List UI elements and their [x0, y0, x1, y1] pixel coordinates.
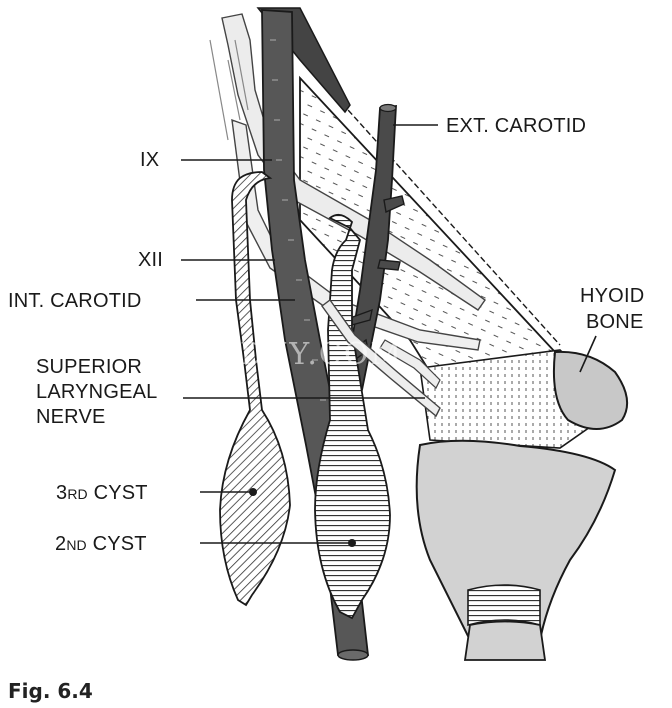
label-hyoid-line1: HYOID: [580, 285, 644, 307]
watermark: DXY.COM: [240, 337, 403, 372]
third-cyst-num: 3: [56, 482, 67, 504]
label-int-carotid: INT. CAROTID: [8, 290, 142, 312]
membrane-edge: [311, 69, 561, 346]
label-third-cyst: 3RD CYST: [56, 482, 148, 504]
label-hyoid-line2: BONE: [586, 311, 643, 333]
hyoid-bone: [552, 350, 629, 430]
third-cyst-ordinal: RD: [67, 486, 87, 502]
label-superior-line2: LARYNGEAL: [36, 381, 158, 403]
thyroid-cartilage: [415, 439, 617, 641]
nerve-ix-strands: [209, 39, 249, 141]
trachea: [463, 620, 547, 661]
int-carotid-end: [337, 649, 369, 661]
nerve-xii: [231, 118, 481, 351]
label-xii: XII: [138, 249, 163, 271]
figure-caption: Fig. 6.4: [8, 679, 93, 703]
ext-carotid-tip: [379, 103, 397, 113]
ext-carotid-branches: [345, 195, 405, 363]
second-cyst-word: CYST: [93, 533, 147, 555]
leader-hyoid: [579, 335, 597, 373]
cricoid-ring: [467, 584, 541, 627]
second-cyst-num: 2: [55, 533, 66, 555]
third-cyst-word: CYST: [94, 482, 148, 504]
superior-laryngeal-nerve-2: [379, 339, 441, 389]
superior-laryngeal-nerve: [321, 299, 441, 418]
label-superior-line3: NERVE: [36, 406, 106, 428]
third-cyst: [219, 171, 291, 607]
label-superior-line1: SUPERIOR: [36, 356, 142, 378]
label-ext-carotid: EXT. CAROTID: [446, 115, 586, 137]
second-cyst-ordinal: ND: [66, 537, 86, 553]
label-ix: IX: [140, 149, 159, 171]
label-second-cyst: 2ND CYST: [55, 533, 147, 555]
